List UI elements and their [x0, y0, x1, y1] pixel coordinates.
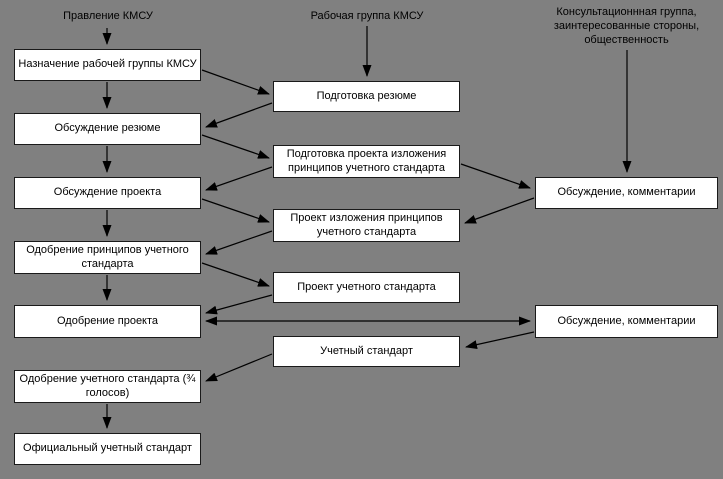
node-approve-draft: Одобрение проекта [14, 305, 201, 338]
node-discuss-draft: Обсуждение проекта [14, 177, 201, 209]
node-principles-draft: Проект изложения принципов учетного стан… [273, 209, 460, 242]
arrow-prepare-principles-to-discuss-draft [205, 166, 273, 191]
node-discuss-summary: Обсуждение резюме [14, 113, 201, 145]
header-working-group: Рабочая группа КМСУ [310, 10, 424, 22]
arrow-comments1-to-principles-draft [464, 197, 535, 224]
arrow-approve-principles-to-standard-draft [201, 262, 270, 287]
arrow-principles-draft-to-approve-principles [205, 230, 273, 255]
arrow-discuss-summary-to-prepare-principles [201, 134, 270, 159]
node-discussion-comments-1: Обсуждение, комментарии [535, 177, 718, 209]
node-approve-standard: Одобрение учетного стандарта (¾ голосов) [14, 370, 201, 403]
node-official-standard: Официальный учетный стандарт [14, 433, 201, 465]
node-prepare-summary: Подготовка резюме [273, 81, 460, 112]
arrow-prepare-summary-to-discuss-summary [205, 102, 273, 128]
header-consultation-line-3: общественность [584, 33, 669, 46]
node-standard-draft: Проект учетного стандарта [273, 272, 460, 303]
node-prepare-principles-draft: Подготовка проекта изложения принципов у… [273, 145, 460, 178]
arrow-standard-draft-to-approve-draft [205, 294, 273, 315]
arrow-discuss-draft-to-principles-draft [201, 198, 270, 223]
node-discussion-comments-2: Обсуждение, комментарии [535, 305, 718, 338]
node-approve-principles: Одобрение принципов учетного стандарта [14, 241, 201, 274]
arrow-prepare-principles-to-comments1 [460, 163, 531, 189]
arrow-comments2-to-standard [465, 331, 535, 350]
header-consultation: Консультационнная группа, заинтересованн… [530, 6, 723, 47]
header-consultation-line-1: Консультационнная группа, [556, 6, 697, 18]
header-consultation-line-2: заинтересованные стороны, [553, 19, 700, 32]
node-appoint-working-group: Назначение рабочей группы КМСУ [14, 49, 201, 81]
arrow-standard-to-approve-standard [205, 353, 273, 382]
header-board: Правление КМСУ [63, 10, 153, 22]
arrow-appoint-to-prepare-summary [201, 69, 270, 95]
node-standard: Учетный стандарт [273, 336, 460, 367]
